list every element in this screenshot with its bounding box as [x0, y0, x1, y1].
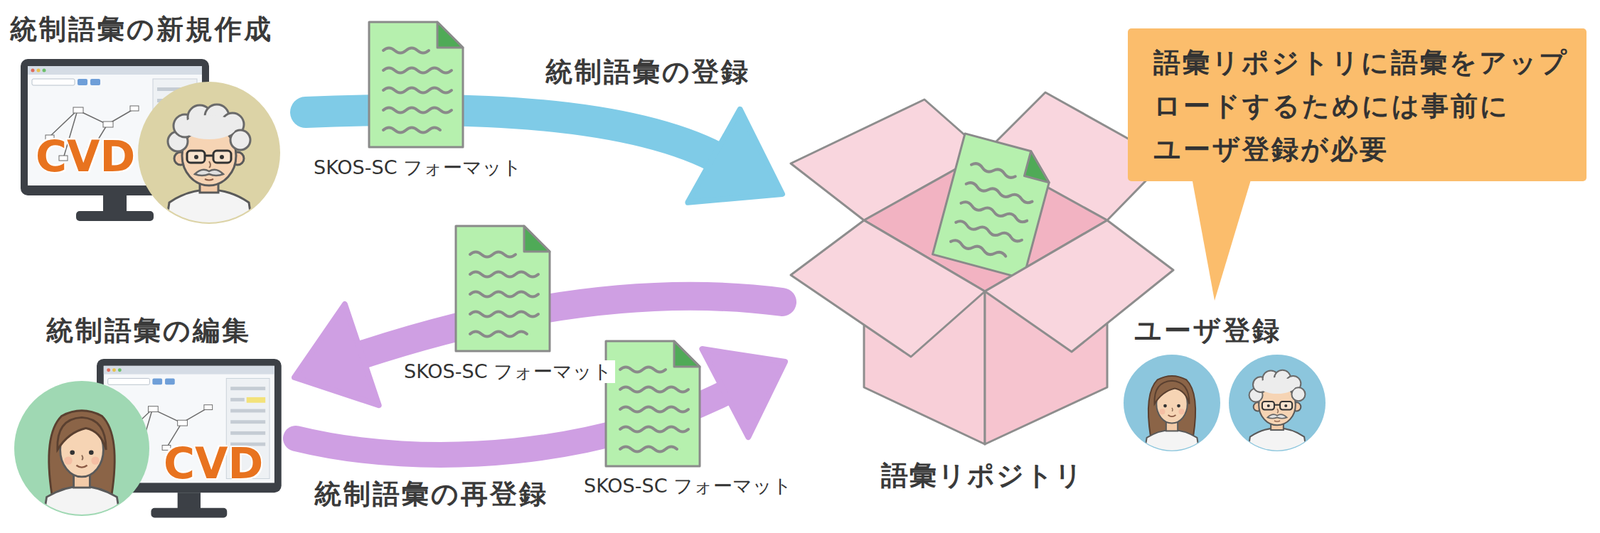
flow-arrow	[305, 109, 783, 203]
repository-label: 語彙リポジトリ	[878, 459, 1087, 493]
creator-workstation-part	[137, 81, 281, 224]
arrow-body	[352, 296, 783, 359]
format-label: SKOS-SC フォーマット	[310, 156, 525, 180]
editor-workstation-part	[96, 359, 282, 518]
flow-arrow	[294, 296, 783, 406]
section-heading: 統制語彙の新規作成	[9, 12, 274, 46]
arrow-head	[701, 349, 786, 438]
moving-documents-part	[605, 341, 700, 467]
repository-box-drawing-part	[790, 220, 985, 357]
flow-arrow	[295, 349, 786, 456]
creator-workstation-part	[20, 59, 210, 222]
creator-workstation-part	[164, 104, 254, 232]
format-label: SKOS-SC フォーマット	[401, 360, 616, 384]
repository-box-drawing-part	[984, 220, 1108, 445]
section-heading: ユーザ登録	[1134, 314, 1282, 348]
user-workstation: 統制語彙の新規作成 CVD	[7, 7, 306, 228]
repository-box: 語彙リポジトリ	[782, 88, 1117, 498]
arrow-head	[687, 109, 783, 203]
user-group: ユーザ登録	[1120, 312, 1330, 459]
registered-users	[1123, 354, 1326, 457]
moving-documents	[369, 22, 700, 467]
creator-workstation	[20, 59, 281, 232]
arrow-head	[294, 304, 380, 406]
callout-box: 語彙リポジトリに語彙をアップ ロードするためには事前に ユーザ登録が必要	[1127, 28, 1587, 182]
editor-workstation	[14, 359, 282, 524]
registered-users-part	[1247, 370, 1308, 457]
callout-tail	[1191, 177, 1252, 301]
format-label: SKOS-SC フォーマット	[580, 475, 796, 498]
repository-box-drawing-part	[790, 99, 985, 221]
moving-documents-part	[455, 226, 550, 352]
section-heading: 統制語彙の編集	[46, 314, 252, 348]
callout-text: 語彙リポジトリに語彙をアップ ロードするためには事前に ユーザ登録が必要	[1153, 41, 1573, 172]
registered-users-part	[1144, 376, 1201, 457]
user-workstation: 統制語彙の編集 CVD	[7, 312, 292, 527]
edge-label: 統制語彙の再登録	[311, 477, 552, 511]
repository-box-drawing-part	[864, 220, 985, 445]
edge-label: 統制語彙の登録	[542, 55, 754, 89]
repository-box-drawing-part	[864, 152, 1108, 292]
app-logo: CVD	[35, 135, 136, 178]
registered-users-part	[1228, 354, 1326, 452]
repository-box-drawing	[790, 92, 1174, 445]
editor-workstation-part	[14, 381, 150, 517]
arrow-body	[305, 110, 724, 162]
registered-users-part	[1123, 354, 1221, 452]
app-logo: CVD	[163, 442, 264, 485]
editor-workstation-part	[42, 411, 121, 524]
arrow-body	[295, 388, 735, 456]
repository-box-drawing-part	[932, 133, 1056, 279]
moving-documents-part	[369, 22, 463, 148]
